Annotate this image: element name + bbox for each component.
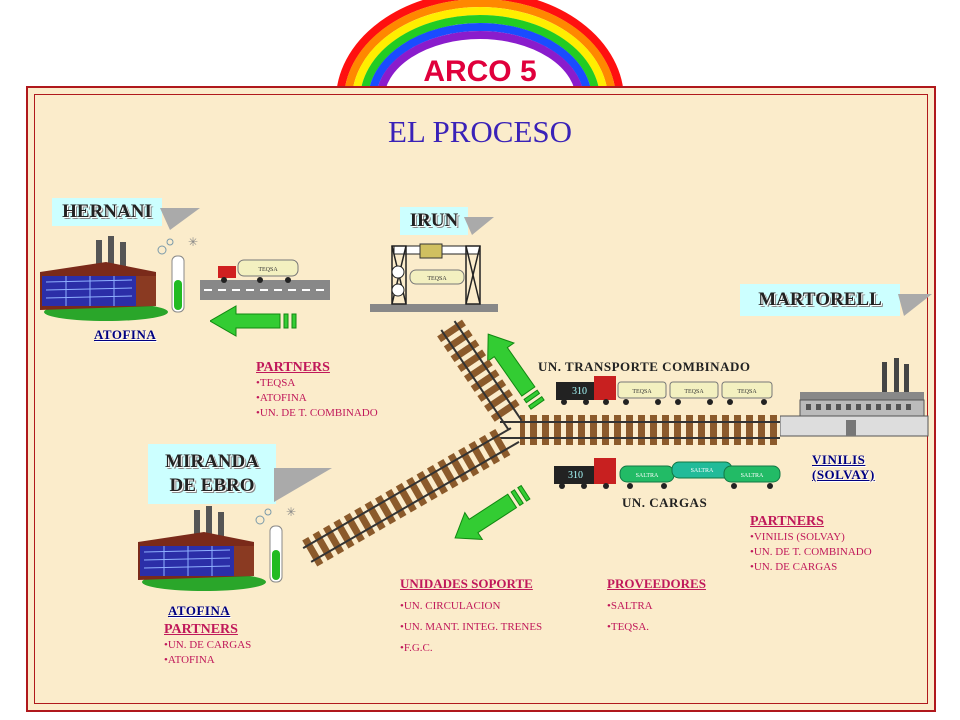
callout-tail-icon (898, 294, 932, 316)
wagon-label: SALTRA (691, 468, 714, 474)
list-item: •UN. CIRCULACION (400, 600, 501, 612)
list-item: •TEQSA. (607, 621, 650, 633)
cargo-label: UN. CARGAS (622, 495, 708, 510)
loco-number: 310 (572, 386, 587, 397)
train-combinado: 310 TEQSA TEQSA TEQSA (556, 376, 773, 405)
location-hernani: HERNANI (52, 198, 200, 230)
partners-heading: PARTNERS (750, 514, 824, 529)
unidades-soporte: UNIDADES SOPORTE •UN. CIRCULACION •UN. M… (400, 576, 542, 659)
list-item: •UN. DE T. COMBINADO (256, 407, 378, 419)
partners-hernani: PARTNERS •TEQSA •ATOFINA •UN. DE T. COMB… (256, 360, 378, 421)
location-miranda-line2: DE EBRO (169, 475, 255, 496)
partners-miranda: PARTNERS •UN. DE CARGAS •ATOFINA (164, 622, 251, 668)
truck-icon: TEQSA (200, 259, 330, 300)
list-item: •UN. DE T. COMBINADO (750, 546, 872, 558)
truck-text: TEQSA (258, 267, 278, 273)
list-item: •F.G.C. (400, 642, 433, 654)
rainbow-arc (336, 0, 624, 100)
list-item: •ATOFINA (256, 392, 307, 404)
svg-text:✳: ✳ (188, 235, 198, 249)
wagon-label: SALTRA (741, 473, 764, 479)
plant-label-martorell-line2: (SOLVAY) (812, 467, 875, 482)
svg-text:✳: ✳ (286, 505, 296, 519)
callout-tail-icon (160, 208, 200, 230)
callout-tail-icon (274, 468, 332, 502)
arco-badge: ARCO 5 (423, 55, 537, 88)
proveedores: PROVEEDORES •SALTRA •TEQSA. (607, 576, 706, 638)
arrow-down-left-icon (454, 484, 531, 540)
list-item: •ATOFINA (164, 654, 215, 666)
list-item: •TEQSA (256, 377, 296, 389)
wagon-label: TEQSA (632, 389, 652, 395)
page-title: EL PROCESO (387, 114, 573, 149)
list-item: •UN. DE CARGAS (164, 639, 252, 651)
location-martorell: MARTORELL (740, 284, 932, 316)
callout-tail-icon (464, 217, 494, 235)
plant-label-hernani: ATOFINA (94, 327, 157, 342)
wagon-label: SALTRA (636, 473, 659, 479)
section-heading: UNIDADES SOPORTE (400, 576, 533, 591)
factory-icon: ✳ (138, 505, 296, 591)
location-irun: IRUN (400, 207, 494, 235)
crane-icon: TEQSA (370, 243, 498, 312)
wagon-label: TEQSA (684, 389, 704, 395)
location-miranda-line1: MIRANDA (165, 451, 259, 472)
location-hernani-label: HERNANI (52, 198, 162, 226)
loco-number: 310 (568, 470, 583, 481)
wagon-label: TEQSA (737, 389, 757, 395)
section-heading: PROVEEDORES (607, 576, 706, 591)
factory-icon (780, 358, 929, 437)
location-irun-label: IRUN (400, 207, 468, 235)
crane-text: TEQSA (427, 276, 447, 282)
plant-label-martorell: VINILIS (SOLVAY) (812, 452, 875, 482)
factory-icon: ✳ (40, 235, 198, 321)
transport-label: UN. TRANSPORTE COMBINADO (538, 359, 751, 374)
list-item: •UN. DE CARGAS (750, 561, 838, 573)
list-item: •VINILIS (SOLVAY) (750, 531, 845, 543)
location-miranda: MIRANDA DE EBRO (148, 444, 332, 504)
train-cargas: 310 SALTRA SALTRA SALTRA (554, 458, 781, 489)
arrow-left-icon (210, 305, 297, 337)
railway-tracks (300, 317, 780, 568)
list-item: •UN. MANT. INTEG. TRENES (400, 621, 543, 633)
location-martorell-label: MARTORELL (740, 284, 900, 316)
partners-heading: PARTNERS (164, 622, 238, 637)
list-item: •SALTRA (607, 600, 653, 612)
partners-heading: PARTNERS (256, 360, 330, 375)
plant-label-miranda: ATOFINA (168, 603, 231, 618)
plant-label-martorell-line1: VINILIS (812, 452, 866, 467)
partners-martorell: PARTNERS •VINILIS (SOLVAY) •UN. DE T. CO… (750, 514, 872, 575)
